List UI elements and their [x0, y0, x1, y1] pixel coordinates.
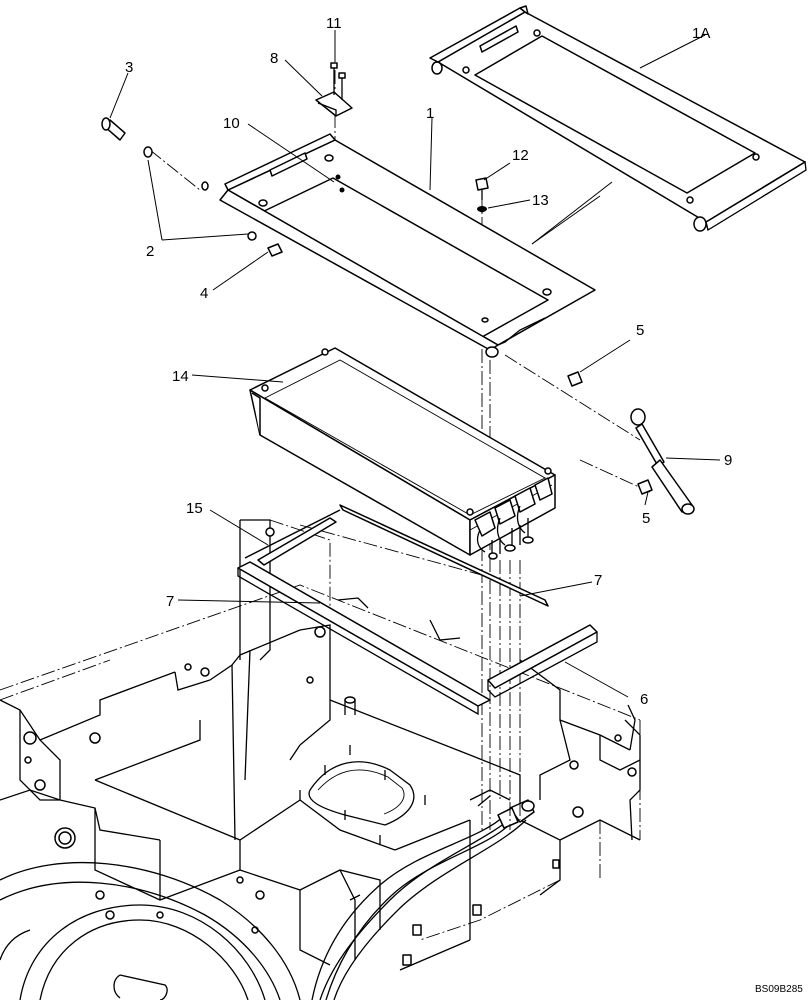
callout-6: 6 [640, 691, 648, 708]
callout-15: 15 [186, 500, 203, 517]
callout-labels: 1A 1 2 3 4 5 5 6 7 7 8 9 10 11 12 13 14 … [125, 15, 803, 995]
drawing-code: BS09B285 [755, 984, 803, 995]
callout-11: 11 [326, 15, 342, 32]
callout-14: 14 [172, 368, 189, 385]
part-1a-cover-plate [429, 5, 807, 232]
machine-frame [0, 519, 641, 1000]
callout-9: 9 [724, 452, 732, 469]
part-14-heater-box [249, 347, 556, 560]
callout-5-lower: 5 [642, 510, 650, 527]
part-1-mounting-plate [219, 133, 596, 358]
callout-4: 4 [200, 285, 208, 302]
callout-1: 1 [426, 105, 434, 122]
callout-leaders [109, 30, 721, 698]
part-9-gas-strut [630, 408, 695, 515]
callout-2: 2 [146, 243, 154, 260]
callout-1a: 1A [692, 25, 710, 42]
callout-13: 13 [532, 192, 549, 209]
mounting-rails [237, 504, 598, 716]
callout-5-upper: 5 [636, 322, 644, 339]
callout-10: 10 [223, 115, 240, 132]
callout-3: 3 [125, 59, 133, 76]
callout-12: 12 [512, 147, 529, 164]
callout-8: 8 [270, 50, 278, 67]
callout-7-right: 7 [594, 572, 602, 589]
fastener-hardware [101, 62, 653, 495]
callout-7-left: 7 [166, 593, 174, 610]
